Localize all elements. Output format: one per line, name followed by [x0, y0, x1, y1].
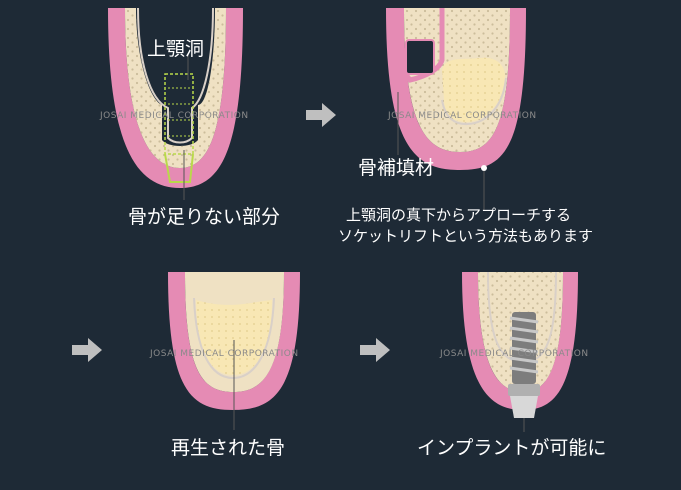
watermark: JOSAI MEDICAL CORPORATION	[439, 349, 589, 359]
panel-before: JOSAI MEDICAL CORPORATION	[99, 7, 249, 200]
sinus-label: 上顎洞	[147, 38, 205, 60]
watermark: JOSAI MEDICAL CORPORATION	[387, 111, 537, 121]
watermark: JOSAI MEDICAL CORPORATION	[99, 111, 249, 121]
regenerated-label: 再生された骨	[171, 437, 286, 459]
gum-tissue	[168, 272, 300, 410]
gum-tissue	[462, 272, 578, 410]
gum-tissue	[108, 8, 243, 188]
arrow-icon	[360, 338, 390, 362]
graft-label: 骨補填材	[358, 157, 435, 179]
implant-guide	[164, 73, 194, 183]
gum-flap	[405, 39, 435, 75]
note-dot	[481, 165, 487, 171]
bone-dots	[125, 8, 226, 168]
elevated-membrane	[441, 77, 507, 126]
gum-tissue	[386, 8, 526, 170]
panel-implant: JOSAI MEDICAL CORPORATION	[439, 271, 589, 432]
implant-screw	[508, 312, 540, 418]
sinus-membrane	[193, 297, 275, 380]
watermark: JOSAI MEDICAL CORPORATION	[149, 349, 299, 359]
regenerated-dots	[196, 300, 272, 375]
graft-dots	[442, 57, 505, 123]
arrow-icon	[306, 103, 336, 127]
sinus-membrane	[137, 7, 214, 144]
insufficient-bone-label: 骨が足りない部分	[128, 206, 281, 228]
panel-regenerated: JOSAI MEDICAL CORPORATION	[149, 272, 300, 430]
panel-graft: JOSAI MEDICAL CORPORATION	[386, 8, 537, 210]
note-line-1: 上顎洞の真下からアプローチする	[346, 206, 572, 224]
note-line-2: ソケットリフトという方法もあります	[338, 227, 594, 245]
implant-possible-label: インプラントが可能に	[417, 437, 607, 459]
arrow-icon	[72, 338, 102, 362]
